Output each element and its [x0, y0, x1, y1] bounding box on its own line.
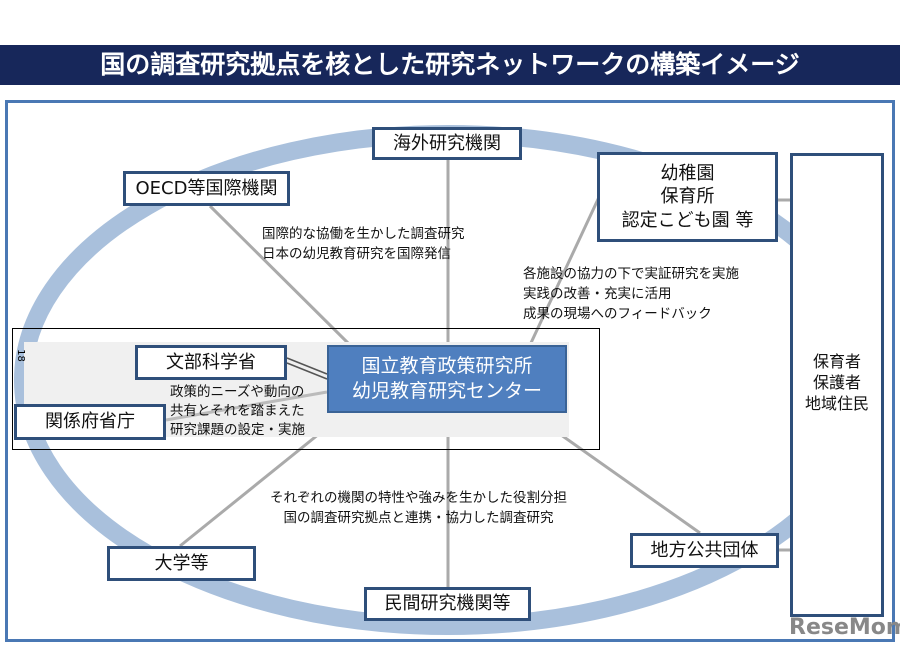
node-university: 大学等 — [107, 546, 256, 581]
node-label: 保育所 — [660, 186, 715, 208]
node-mext: 文部科学省 — [135, 345, 287, 380]
node-overseas: 海外研究機関 — [372, 127, 522, 160]
note-line: 各施設の協力の下で実証研究を実施 — [523, 266, 739, 282]
node-kindergarten: 幼稚園 保育所 認定こども園 等 — [597, 152, 778, 242]
note-international: 国際的な協働を生かした調査研究 日本の幼児教育研究を国際発信 — [262, 224, 465, 264]
government-panel — [12, 328, 600, 450]
note-line: 政策的ニーズや動向の — [170, 384, 305, 400]
node-oecd: OECD等国際機関 — [123, 171, 290, 206]
note-line: 国の調査研究拠点と連携・協力した調査研究 — [283, 510, 554, 526]
line-oecd — [208, 204, 352, 347]
note-line: 共有とそれを踏まえた — [170, 403, 305, 419]
note-roles: それぞれの機関の特性や強みを生かした役割分担 国の調査研究拠点と連携・協力した調… — [270, 488, 567, 528]
node-ministries: 関係府省庁 — [14, 404, 166, 440]
note-facilities: 各施設の協力の下で実証研究を実施 実践の改善・充実に活用 成果の現場へのフィード… — [523, 264, 739, 324]
resemom-logo: ReseMom — [789, 615, 900, 640]
note-line: 実践の改善・充実に活用 — [523, 286, 672, 302]
page-title: 国の調査研究拠点を核とした研究ネットワークの構築イメージ — [0, 45, 900, 85]
node-label: 認定こども園 等 — [621, 209, 754, 231]
node-label: 保護者 — [812, 372, 861, 392]
node-label: 保育者 — [812, 352, 861, 371]
note-line: 国際的な協働を生かした調査研究 — [262, 226, 465, 242]
node-center: 国立教育政策研究所 幼児教育研究センター — [327, 345, 567, 413]
node-private: 民間研究機関等 — [364, 587, 531, 621]
note-line: 成果の現場へのフィードバック — [523, 306, 712, 322]
note-line: それぞれの機関の特性や強みを生かした役割分担 — [270, 490, 567, 506]
node-local-gov: 地方公共団体 — [630, 533, 779, 568]
diagram-frame — [5, 100, 895, 642]
line-kindergarten — [528, 194, 602, 346]
node-label: 幼稚園 — [660, 162, 715, 184]
note-line: 研究課題の設定・実施 — [170, 422, 305, 438]
node-label: 地域住民 — [804, 393, 869, 413]
node-label: 国立教育政策研究所 — [361, 355, 533, 378]
note-policy: 政策的ニーズや動向の 共有とそれを踏まえた 研究課題の設定・実施 — [170, 383, 305, 440]
note-line: 日本の幼児教育研究を国際発信 — [262, 246, 451, 262]
node-caregivers: 保育者 保護者 地域住民 — [790, 153, 884, 617]
node-label: 幼児教育研究センター — [351, 380, 542, 402]
